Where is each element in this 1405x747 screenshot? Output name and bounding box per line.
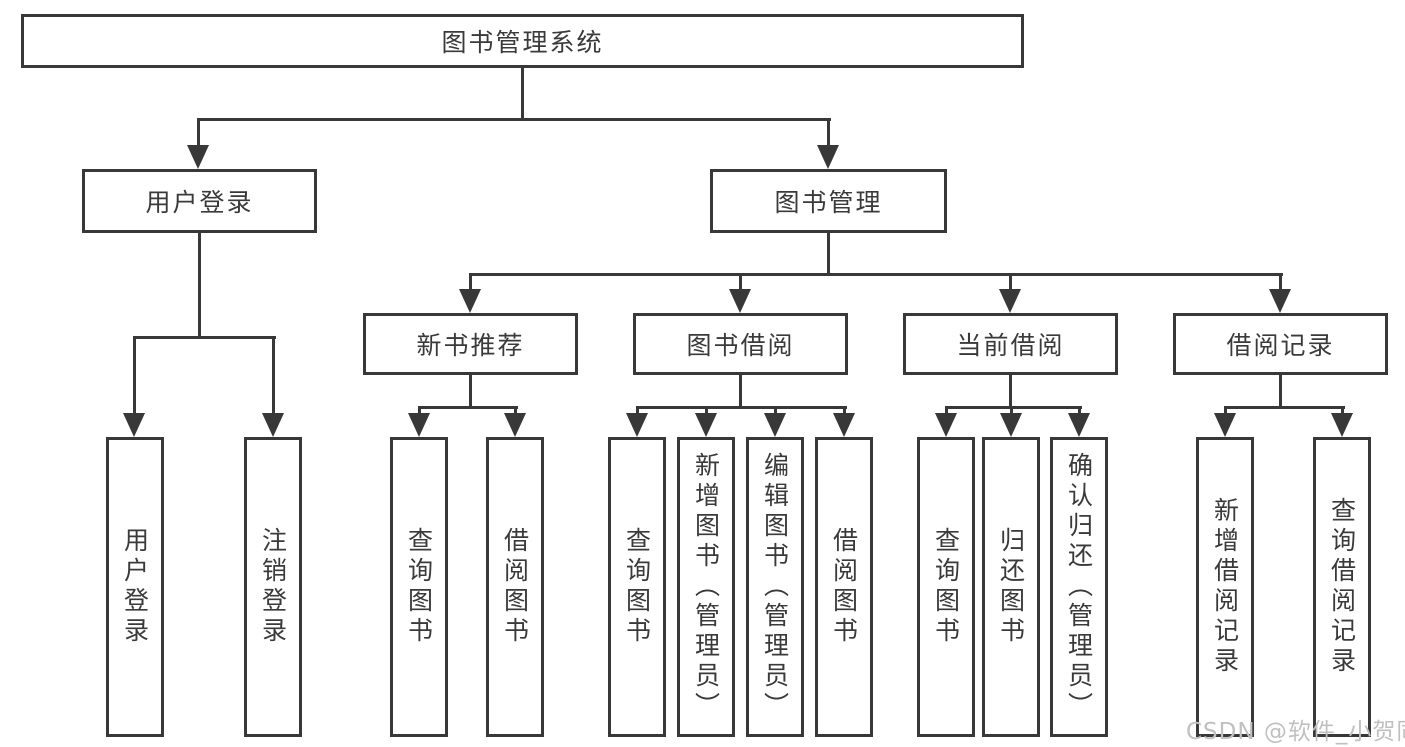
leaf-borrow-query-books: 查询图书: [608, 437, 666, 737]
leaf-recommend-borrow-books: 借阅图书: [486, 437, 544, 737]
arrowhead-down-icon: [123, 413, 145, 437]
arrowhead-down-icon: [626, 413, 648, 437]
leaf-return-books: 归还图书: [982, 437, 1040, 737]
connector-line: [521, 68, 524, 118]
node-borrow-records: 借阅记录: [1173, 313, 1388, 375]
arrowhead-down-icon: [935, 413, 957, 437]
node-label: 借阅记录: [1226, 331, 1335, 360]
node-label: 当前借阅: [956, 331, 1065, 360]
connector-line: [1279, 273, 1282, 290]
leaf-add-books-admin: 新增图书（管理员）: [677, 437, 735, 737]
leaf-label: 查询图书: [622, 527, 652, 647]
leaf-label: 新增图书（管理员）: [691, 452, 721, 722]
arrowhead-down-icon: [999, 289, 1021, 313]
leaf-recommend-query-books: 查询图书: [390, 437, 448, 737]
leaf-borrow-books: 借阅图书: [815, 437, 873, 737]
arrowhead-down-icon: [833, 413, 855, 437]
leaf-label: 新增借阅记录: [1210, 497, 1240, 677]
connector-line: [197, 118, 200, 146]
connector-line: [133, 336, 136, 413]
arrowhead-down-icon: [695, 413, 717, 437]
node-label: 用户登录: [145, 188, 254, 217]
leaf-edit-books-admin: 编辑图书（管理员）: [746, 437, 804, 737]
connector-line: [1341, 406, 1344, 414]
connector-line: [1010, 406, 1013, 414]
leaf-add-borrow-record: 新增借阅记录: [1196, 437, 1254, 737]
leaf-label: 归还图书: [996, 527, 1026, 647]
arrowhead-down-icon: [262, 413, 284, 437]
leaf-logout: 注销登录: [244, 437, 302, 737]
arrowhead-down-icon: [1000, 413, 1022, 437]
arrowhead-down-icon: [504, 413, 526, 437]
connector-line: [418, 406, 421, 414]
leaf-query-borrow-record: 查询借阅记录: [1313, 437, 1371, 737]
connector-line: [1224, 406, 1227, 414]
leaf-label: 用户登录: [120, 527, 150, 647]
node-label: 图书管理: [774, 188, 883, 217]
csdn-watermark: CSDN @软件_小贺同学: [1186, 719, 1405, 745]
leaf-label: 确认归还（管理员）: [1064, 452, 1094, 722]
connector-line: [198, 233, 201, 336]
node-root-label: 图书管理系统: [441, 28, 604, 57]
connector-line: [1078, 406, 1081, 414]
leaf-label: 查询图书: [931, 527, 961, 647]
leaf-label: 查询图书: [404, 527, 434, 647]
arrowhead-down-icon: [1269, 289, 1291, 313]
node-book-management: 图书管理: [710, 169, 947, 233]
arrowhead-down-icon: [764, 413, 786, 437]
arrowhead-down-icon: [459, 289, 481, 313]
connector-line: [843, 406, 846, 414]
arrowhead-down-icon: [408, 413, 430, 437]
connector-line: [827, 233, 830, 273]
node-current-borrow: 当前借阅: [903, 313, 1118, 375]
leaf-label: 编辑图书（管理员）: [760, 452, 790, 722]
connector-line: [1225, 406, 1345, 409]
connector-line: [419, 406, 518, 409]
connector-line: [739, 375, 742, 406]
leaf-label: 借阅图书: [500, 527, 530, 647]
connector-line: [636, 406, 639, 414]
arrowhead-down-icon: [817, 145, 839, 169]
connector-line: [739, 273, 742, 290]
connector-line: [946, 406, 1082, 409]
connector-line: [1009, 273, 1012, 290]
node-user-login: 用户登录: [82, 169, 317, 233]
arrowhead-down-icon: [1214, 413, 1236, 437]
connector-line: [134, 336, 276, 339]
connector-line: [945, 406, 948, 414]
leaf-current-query-books: 查询图书: [917, 437, 975, 737]
leaf-user-login: 用户登录: [106, 437, 164, 737]
connector-line: [774, 406, 777, 414]
node-new-book-recommend: 新书推荐: [363, 313, 578, 375]
leaf-confirm-return-admin: 确认归还（管理员）: [1050, 437, 1108, 737]
connector-line: [1279, 375, 1282, 406]
arrowhead-down-icon: [1331, 413, 1353, 437]
connector-line: [827, 118, 830, 146]
connector-line: [514, 406, 517, 414]
node-label: 新书推荐: [416, 331, 525, 360]
connector-line: [705, 406, 708, 414]
node-label: 图书借阅: [686, 331, 795, 360]
connector-line: [469, 375, 472, 406]
connector-line: [469, 273, 472, 290]
connector-line: [198, 118, 831, 121]
connector-line: [470, 273, 1283, 276]
connector-line: [637, 406, 847, 409]
arrowhead-down-icon: [187, 145, 209, 169]
node-book-borrow: 图书借阅: [633, 313, 848, 375]
connector-line: [1009, 375, 1012, 406]
leaf-label: 查询借阅记录: [1327, 497, 1357, 677]
connector-line: [272, 336, 275, 413]
node-root: 图书管理系统: [21, 14, 1024, 68]
leaf-label: 借阅图书: [829, 527, 859, 647]
leaf-label: 注销登录: [258, 527, 288, 647]
arrowhead-down-icon: [1068, 413, 1090, 437]
arrowhead-down-icon: [729, 289, 751, 313]
